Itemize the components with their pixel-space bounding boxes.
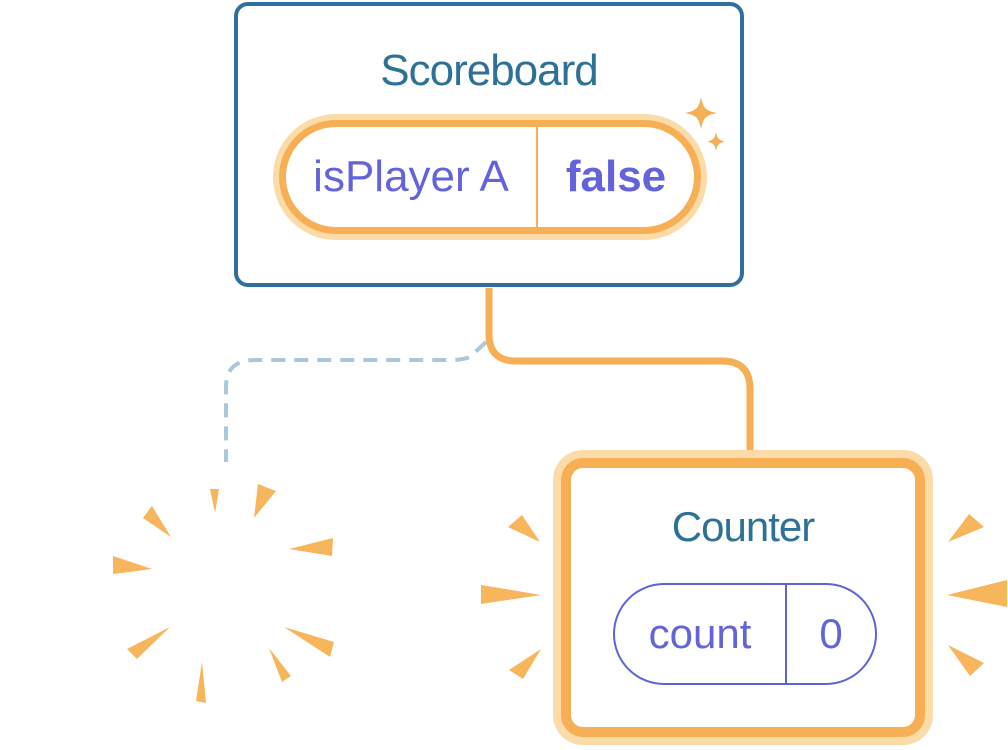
state-key-label: isPlayer A xyxy=(313,152,509,201)
pill-divider xyxy=(536,127,538,227)
state-value-label: 0 xyxy=(819,610,843,657)
orange-connector-line xyxy=(485,288,754,451)
state-key-label: count xyxy=(648,610,752,657)
counter-state-pill: count 0 xyxy=(613,583,877,685)
sparkles-icon xyxy=(685,97,725,151)
scoreboard-state-pill: isPlayer A false xyxy=(279,120,701,234)
counter-title: Counter xyxy=(671,503,815,550)
state-value-label: false xyxy=(565,152,667,201)
scoreboard-title: Scoreboard xyxy=(380,46,598,95)
pill-divider xyxy=(785,585,787,683)
dashed-connector-line xyxy=(224,340,488,462)
